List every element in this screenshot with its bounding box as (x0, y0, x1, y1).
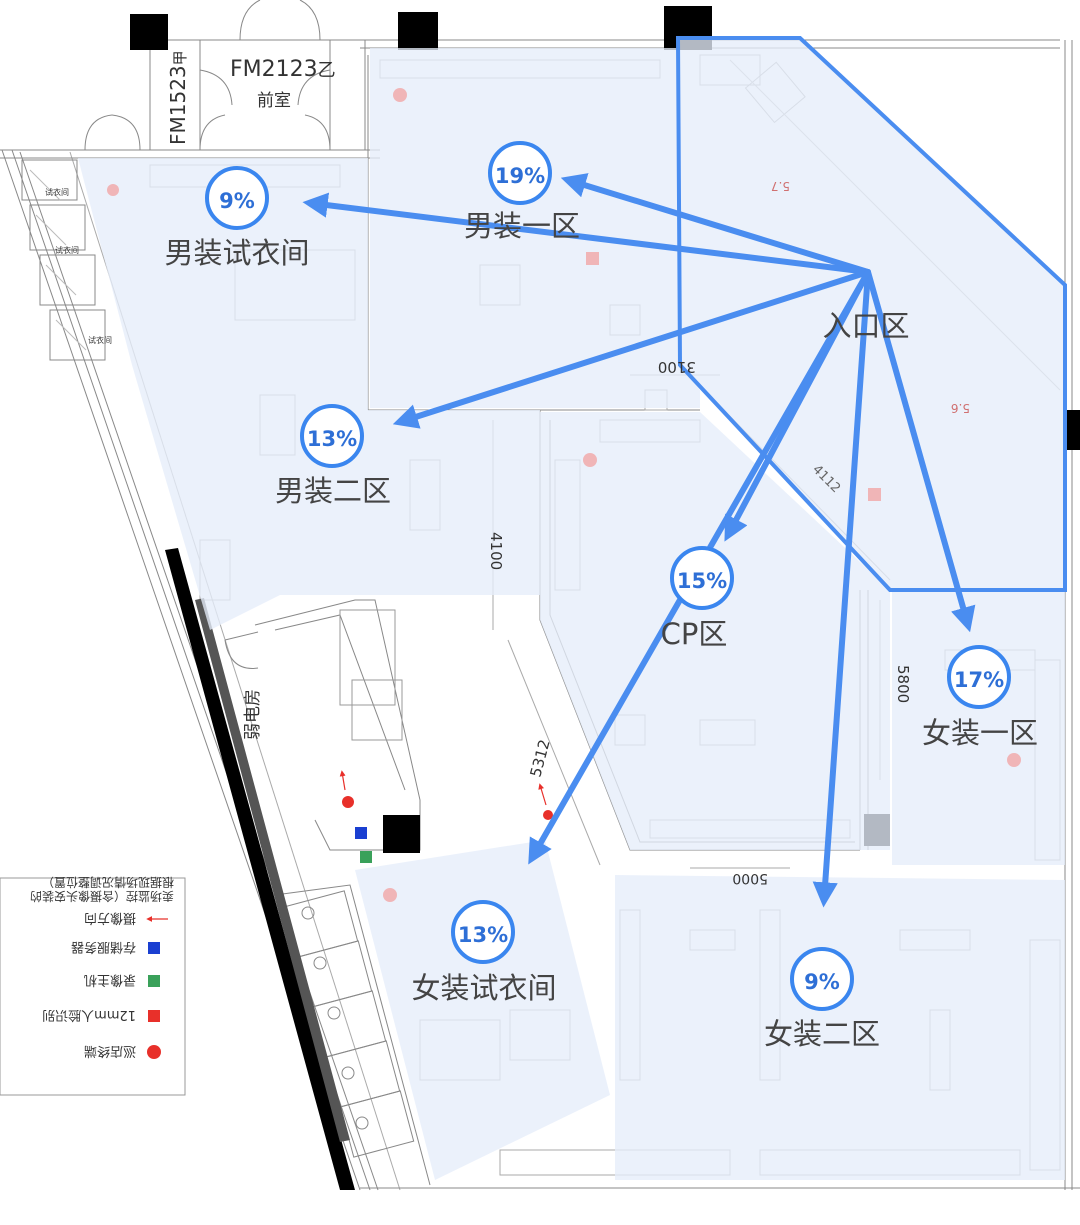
exterior-wall (165, 548, 355, 1190)
zone-label-men1: 男装一区 (464, 209, 580, 243)
wall-inner-strip (195, 598, 350, 1142)
legend-item-direction: 摄像方向 (84, 910, 136, 926)
flow-arrow-women2 (812, 269, 871, 908)
zone-label-men2: 男装二区 (275, 474, 391, 508)
zone-label-women-fitting: 女装试衣间 (411, 971, 556, 1005)
legend-item-face: 12mm人脸识别 (42, 1007, 136, 1022)
zone-overlays (78, 38, 1065, 1180)
badge-men1: 19% (488, 141, 552, 205)
dim-4100: 4100 (487, 532, 505, 570)
svg-text:19%: 19% (495, 164, 545, 188)
power-room-label: 弱电房 (243, 689, 263, 740)
badge-men2: 13% (300, 404, 364, 468)
legend: 巡店终端 12mm人脸识别 录像主机 存储服务器 摄像方向 卖场监控（含摄像头安… (0, 875, 186, 1096)
flow-arrow-men-fitting (302, 192, 871, 275)
dim-5800: 5800 (894, 665, 912, 703)
device-markers (107, 88, 1021, 902)
legend-green-square-icon (148, 975, 160, 987)
door-code-fm2123: FM2123乙 (230, 57, 336, 82)
zone-labels: 入口区 19% 男装一区 9% 男装试衣间 13% 男装二区 15% CP区 1… (164, 141, 1038, 1051)
zone-area-women2 (615, 875, 1065, 1180)
dim-5p6: 5.6 (951, 401, 970, 415)
flow-arrow-women1 (865, 269, 976, 633)
dim-5000: 5000 (732, 870, 768, 886)
zone-label-women2: 女装二区 (764, 1017, 880, 1051)
plan-text: FM2123乙 前室 FM1523甲 弱电房 试衣间 试衣间 试衣间 3100 … (45, 50, 970, 886)
zone-label-men-fitting: 男装试衣间 (164, 236, 309, 270)
flow-arrow-men1 (560, 173, 871, 275)
zone-label-women1: 女装一区 (922, 716, 1038, 750)
zone-area-women-fitting (355, 840, 610, 1180)
legend-note-line2: 卖场监控（含摄像头安装的 (30, 889, 174, 904)
svg-text:17%: 17% (954, 668, 1004, 692)
entrance-zone-outline (675, 36, 1067, 592)
legend-note-line1: 根据现场情况调整位置） (42, 875, 174, 890)
zone-area-cp (540, 412, 890, 850)
fitting-room-tag-3: 试衣间 (88, 335, 112, 345)
svg-text:15%: 15% (677, 569, 727, 593)
zone-area-men-fitting (78, 158, 368, 365)
badge-women1: 17% (947, 645, 1011, 709)
flow-arrow-men2 (392, 269, 871, 429)
legend-blue-square-icon (148, 942, 160, 954)
svg-text:9%: 9% (219, 189, 255, 213)
fitting-room-tag-1: 试衣间 (45, 187, 69, 197)
zone-label-entrance: 入口区 (822, 309, 909, 343)
legend-item-terminal: 巡店终端 (84, 1043, 136, 1059)
dim-5312: 5312 (526, 737, 553, 779)
vestibule-label: 前室 (257, 91, 291, 111)
legend-item-storage: 存储服务器 (71, 939, 136, 955)
badge-women-fitting: 13% (451, 900, 515, 964)
svg-text:9%: 9% (804, 970, 840, 994)
fitting-room-tag-2: 试衣间 (55, 245, 79, 255)
badge-cp: 15% (670, 546, 734, 610)
zone-label-cp: CP区 (661, 617, 728, 651)
badge-women2: 9% (790, 947, 854, 1011)
zone-area-women1 (892, 590, 1065, 865)
door-code-fm1523: FM1523甲 (166, 50, 190, 145)
svg-text:13%: 13% (458, 923, 508, 947)
legend-red-square-icon (148, 1010, 160, 1022)
badge-men-fitting: 9% (205, 166, 269, 230)
dim-5p7: 5.7 (771, 179, 790, 193)
zone-area-men2 (132, 365, 540, 630)
legend-red-dot-icon (147, 1045, 161, 1059)
legend-item-recorder: 录像主机 (84, 972, 136, 987)
svg-text:13%: 13% (307, 427, 357, 451)
dim-3100: 3100 (658, 358, 696, 376)
